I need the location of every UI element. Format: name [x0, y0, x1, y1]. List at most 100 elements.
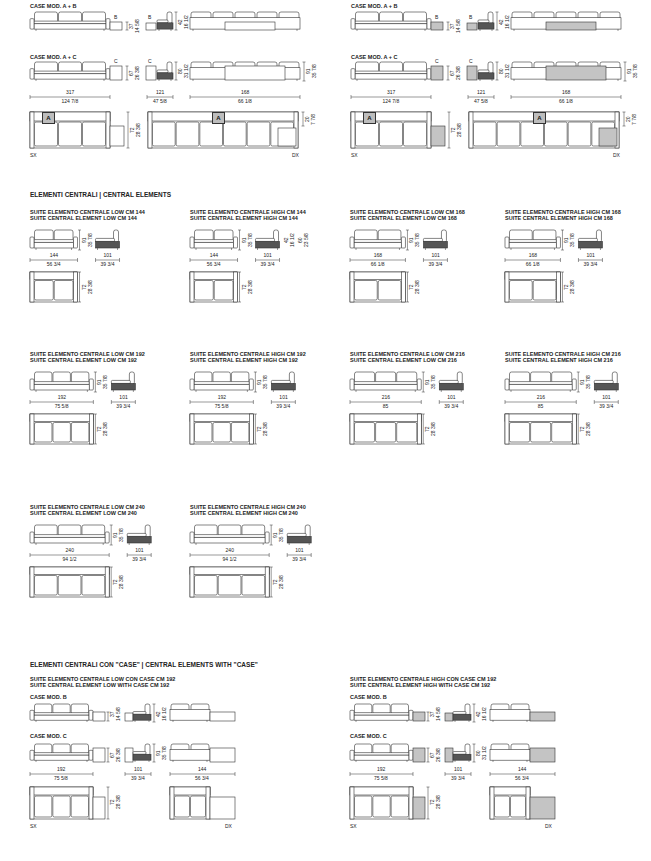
- dimension-tick: [30, 258, 31, 262]
- sofa-leg: [193, 29, 194, 31]
- dimension-label: 85: [383, 404, 389, 409]
- dimension-label: 75 5/8: [215, 404, 229, 409]
- dimension-line: [176, 62, 177, 80]
- seat-cushion: [83, 122, 106, 146]
- plan-outline: [190, 567, 269, 597]
- dimension-label: 42: [156, 711, 161, 717]
- armrest: [265, 567, 269, 597]
- dimension-tick: [253, 400, 254, 404]
- dimension-label: 75 5/8: [54, 776, 68, 781]
- armrest: [409, 750, 413, 760]
- dimension-line: [428, 787, 429, 819]
- dimension-tick: [473, 722, 476, 723]
- dimension-label: 35 7/8: [431, 375, 436, 389]
- dimension-label: SX: [30, 824, 37, 829]
- dimension-label: 39 3/4: [261, 262, 275, 267]
- armrest: [427, 112, 431, 148]
- dimension-tick: [127, 112, 130, 113]
- dimension-tick: [494, 95, 495, 99]
- dimension-tick: [270, 525, 273, 526]
- seat-cushion: [497, 122, 520, 146]
- dimension-label: 124 7/8: [383, 99, 400, 104]
- module-title: CASE MOD. A + B: [30, 4, 77, 10]
- plan-outline: [505, 414, 576, 444]
- module-title: SUITE ELEMENTO CENTRALE LOW CON CASE CM …: [30, 677, 175, 683]
- dimension-tick: [427, 748, 430, 749]
- armrest: [74, 237, 78, 248]
- armrest: [505, 237, 509, 248]
- dimension-label: 39 3/4: [428, 262, 442, 267]
- dimension-tick: [110, 525, 113, 526]
- seat-cushion: [34, 535, 105, 538]
- dimension-label: 31 1/2: [482, 746, 487, 760]
- module-title: CASE MOD. A + C: [351, 55, 398, 61]
- dimension-label: C: [469, 59, 473, 64]
- sofa-leg: [196, 390, 197, 392]
- dimension-label: 14 5/8: [116, 707, 121, 721]
- dimension-label: C: [435, 59, 439, 64]
- dimension-line: [562, 230, 563, 250]
- case-module: [146, 66, 156, 80]
- case-module: [110, 66, 122, 80]
- module-title: SUITE ELEMENTO CENTRALE HIGH CON CASE CM…: [350, 677, 496, 683]
- case-module: [413, 797, 425, 819]
- sofa-base: [439, 383, 463, 390]
- seat-cushion: [53, 423, 70, 443]
- dimension-label: 67: [450, 70, 455, 76]
- armrest: [417, 379, 421, 390]
- dimension-line: [562, 272, 563, 302]
- dimension-line: [468, 97, 494, 98]
- armrest: [234, 237, 238, 248]
- dimension-line: [190, 260, 238, 261]
- sofa-leg: [407, 760, 408, 762]
- sofa-base: [354, 755, 409, 760]
- dimension-tick: [496, 80, 499, 81]
- dimension-line: [303, 112, 304, 126]
- dimension-tick: [235, 772, 236, 776]
- armrest: [351, 69, 355, 79]
- seat-cushion: [509, 240, 556, 243]
- dimension-label: 35 7/8: [119, 528, 124, 542]
- sofa-leg: [399, 248, 400, 250]
- dimension-label: 94 1/2: [223, 557, 237, 562]
- dimension-label: 26 3/8: [456, 66, 461, 80]
- armrest: [89, 379, 93, 390]
- sofa-leg: [297, 29, 298, 31]
- dimension-tick: [576, 400, 577, 404]
- seat-cushion: [594, 380, 613, 383]
- dimension-label: 317: [387, 90, 395, 95]
- armrest: [89, 750, 93, 760]
- seat-cushion: [474, 122, 497, 146]
- dimension-tick: [153, 762, 156, 763]
- dimension-tick: [624, 62, 627, 63]
- sofa-leg: [159, 79, 160, 81]
- seat-cushion: [510, 423, 530, 443]
- dimension-tick: [119, 258, 120, 262]
- dimension-label: SX: [30, 153, 37, 158]
- case-module: [413, 748, 425, 762]
- dimension-label: 72: [97, 426, 102, 432]
- seat-cushion: [256, 238, 275, 241]
- dimension-tick: [94, 372, 97, 373]
- sofa-base: [287, 536, 311, 543]
- sofa-leg: [36, 720, 37, 722]
- sofa-leg: [407, 720, 408, 722]
- seat-cushion: [545, 122, 568, 146]
- seat-cushion: [35, 281, 54, 301]
- dimension-label: B: [469, 15, 472, 20]
- dimension-tick: [577, 372, 580, 373]
- module-title: SUITE ELEMENTO CENTRALE LOW CM 168: [350, 210, 465, 216]
- dimension-label: 16 1/2: [162, 707, 167, 721]
- module-title: SUITE CENTRAL ELEMENT LOW CM 144: [30, 216, 137, 222]
- dimension-tick: [126, 66, 129, 67]
- dimension-label: 192: [377, 767, 385, 772]
- dimension-label: SX: [351, 153, 358, 158]
- dimension-label: 91: [156, 750, 161, 756]
- sofa-leg: [480, 79, 481, 81]
- dimension-tick: [255, 258, 256, 262]
- seat-cushion: [127, 533, 146, 536]
- dimension-label: B: [114, 15, 117, 20]
- dimension-label: 56 3/4: [207, 262, 221, 267]
- dimension-label: 91: [97, 379, 102, 385]
- dimension-label: 31 1/2: [184, 64, 189, 78]
